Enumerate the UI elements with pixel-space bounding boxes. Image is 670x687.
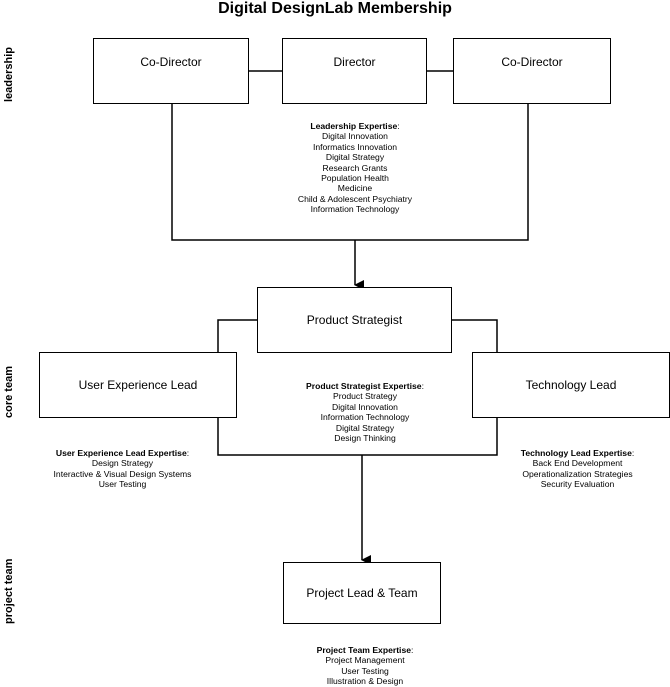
leadership-expertise-item: Research Grants	[322, 162, 388, 173]
user-experience-lead-expertise-item: Design Strategy	[91, 458, 154, 469]
project-team-expertise-item: Project Management	[325, 655, 405, 666]
co-director-right-label: Co-Director	[501, 55, 563, 69]
technology-lead-expertise-title: Technology Lead Expertise	[520, 448, 632, 458]
co-director-left-box[interactable]: Co-Director	[93, 38, 249, 104]
product-strategist-expertise-item: Product Strategy	[332, 391, 397, 402]
leadership-expertise-item: Child & Adolescent Psychiatry	[297, 193, 413, 204]
section-label-core-team: core team	[3, 366, 15, 418]
user-experience-lead-expertise-item: User Testing	[98, 479, 147, 490]
leadership-expertise-item: Medicine	[337, 183, 373, 194]
project-team-expertise-item: User Testing	[341, 665, 389, 676]
core-bracket	[217, 418, 498, 456]
leadership-expertise-item: Digital Strategy	[325, 152, 385, 163]
product-strategist-expertise-item: Digital Strategy	[335, 422, 395, 433]
product-strategist-expertise-item: Design Thinking	[334, 433, 396, 444]
product-strategist-expertise-item: Digital Innovation	[332, 401, 398, 412]
leadership-expertise-item: Population Health	[321, 173, 389, 184]
technology-lead-box[interactable]: Technology Lead	[472, 352, 670, 418]
technology-lead-expertise: Technology Lead Expertise: Back End Deve…	[490, 448, 665, 490]
technology-lead-expertise-item: Security Evaluation	[540, 479, 615, 490]
project-team-expertise-item: Illustration & Design	[326, 676, 404, 687]
link-strategist-tech	[452, 319, 498, 352]
leadership-expertise-item: Information Technology	[310, 204, 400, 215]
product-strategist-expertise: Product Strategist Expertise: Product St…	[260, 381, 470, 443]
page-title: Digital DesignLab Membership	[218, 0, 452, 17]
technology-lead-expertise-item: Back End Development	[532, 458, 623, 469]
product-strategist-expertise-title: Product Strategist Expertise	[306, 381, 422, 391]
director-label: Director	[333, 55, 376, 69]
product-strategist-label: Product Strategist	[306, 313, 403, 327]
user-experience-lead-box[interactable]: User Experience Lead	[39, 352, 237, 418]
project-lead-label: Project Lead & Team	[306, 586, 418, 600]
co-director-right-box[interactable]: Co-Director	[453, 38, 611, 104]
user-experience-lead-label: User Experience Lead	[78, 378, 198, 392]
product-strategist-box[interactable]: Product Strategist	[257, 287, 452, 353]
product-strategist-expertise-item: Information Technology	[320, 412, 410, 423]
leadership-expertise-item: Informatics Innovation	[312, 141, 398, 152]
section-label-project-team: project team	[3, 558, 15, 624]
director-box[interactable]: Director	[282, 38, 427, 104]
user-experience-lead-expertise-item: Interactive & Visual Design Systems	[53, 468, 192, 479]
co-director-left-label: Co-Director	[140, 55, 202, 69]
project-lead-box[interactable]: Project Lead & Team	[283, 562, 441, 624]
leadership-expertise-item: Digital Innovation	[322, 131, 388, 142]
link-strategist-ux	[217, 319, 257, 352]
user-experience-lead-expertise-title: User Experience Lead Expertise	[55, 448, 187, 458]
leadership-expertise-title: Leadership Expertise	[310, 121, 398, 131]
leadership-bracket	[171, 103, 529, 241]
user-experience-lead-expertise: User Experience Lead Expertise: Design S…	[20, 448, 225, 490]
section-label-leadership: leadership	[3, 46, 15, 102]
leadership-expertise: Leadership Expertise: Digital Innovation…	[250, 121, 460, 215]
project-team-expertise: Project Team Expertise: Project Manageme…	[265, 645, 465, 687]
technology-lead-label: Technology Lead	[525, 378, 617, 392]
project-team-expertise-title: Project Team Expertise	[316, 645, 412, 655]
technology-lead-expertise-item: Operationalization Strategies	[522, 468, 633, 479]
